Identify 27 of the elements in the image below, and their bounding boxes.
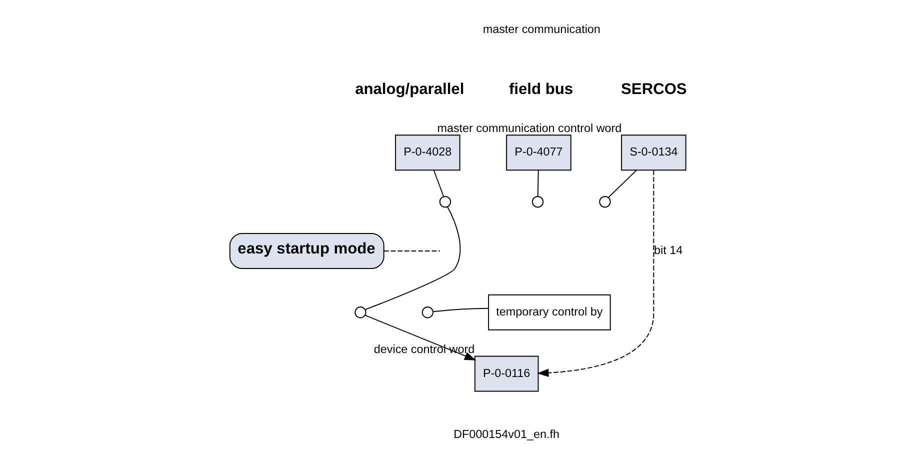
- arrow: [536, 170, 654, 377]
- connector: [432, 170, 444, 197]
- node-box: S-0-0134: [620, 134, 686, 171]
- label: field bus: [508, 80, 573, 98]
- node-circle: [354, 306, 366, 318]
- label: master communication: [482, 22, 600, 36]
- connector: [383, 250, 440, 252]
- node-circle: [531, 196, 544, 208]
- node-circle: [421, 306, 433, 318]
- node-box: temporary control by: [488, 294, 610, 330]
- node-circle: [438, 196, 451, 208]
- node-label: master communication control word: [436, 122, 622, 135]
- node-label: device control word: [373, 342, 474, 356]
- label: SERCOS: [620, 80, 686, 98]
- connector: [432, 308, 488, 312]
- node-box: P-0-4028: [394, 134, 460, 171]
- node-box: P-0-4077: [506, 134, 571, 171]
- connector: [364, 206, 460, 310]
- node-box: easy startup mode: [228, 232, 384, 270]
- node-box: P-0-0116: [474, 356, 538, 392]
- node-circle: [598, 196, 610, 208]
- connector: [608, 170, 636, 198]
- edge-label: bit 14: [653, 244, 682, 258]
- label: DF000154v01_en.fh: [453, 428, 560, 442]
- connector: [536, 170, 538, 197]
- arrow: [364, 314, 476, 360]
- label: analog/parallel: [354, 80, 464, 98]
